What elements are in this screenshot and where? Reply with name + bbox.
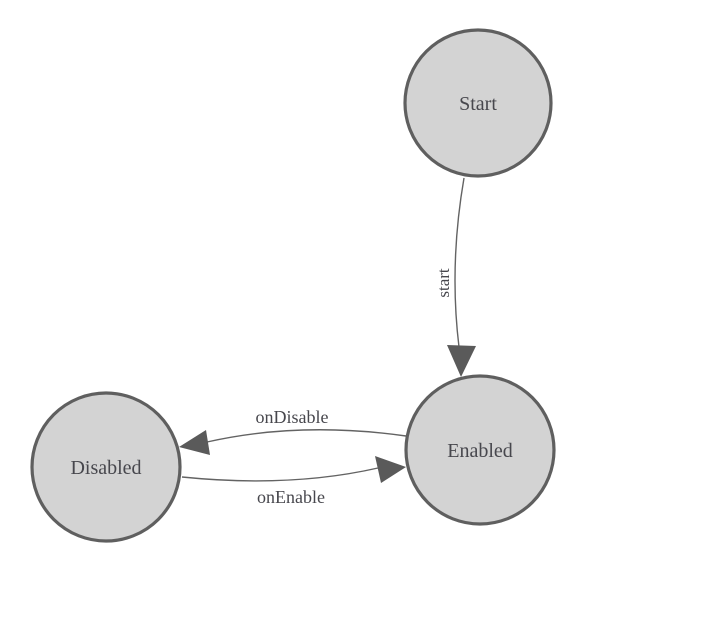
state-node-enabled[interactable]: Enabled — [404, 374, 556, 526]
transition-line — [181, 467, 379, 482]
state-label-start: Start — [459, 93, 497, 115]
transition-label-start: start — [434, 268, 453, 298]
arrowhead-icon — [179, 430, 210, 455]
transition-enabled-to-disabled: onDisable — [179, 407, 407, 455]
transition-line — [454, 177, 465, 348]
state-circle[interactable] — [30, 391, 182, 543]
state-circle[interactable] — [404, 374, 556, 526]
transition-start-to-enabled: start — [434, 177, 476, 377]
state-label-disabled: Disabled — [70, 457, 141, 479]
state-circle[interactable] — [403, 28, 553, 178]
state-node-start[interactable]: Start — [403, 28, 553, 178]
state-label-enabled: Enabled — [447, 440, 513, 462]
transition-label-onenable: onEnable — [257, 487, 325, 507]
state-node-disabled[interactable]: Disabled — [30, 391, 182, 543]
transition-line — [206, 429, 407, 443]
transition-label-ondisable: onDisable — [256, 407, 329, 427]
transition-disabled-to-enabled: onEnable — [181, 456, 406, 507]
arrowhead-icon — [375, 456, 406, 483]
arrowhead-icon — [447, 345, 476, 377]
